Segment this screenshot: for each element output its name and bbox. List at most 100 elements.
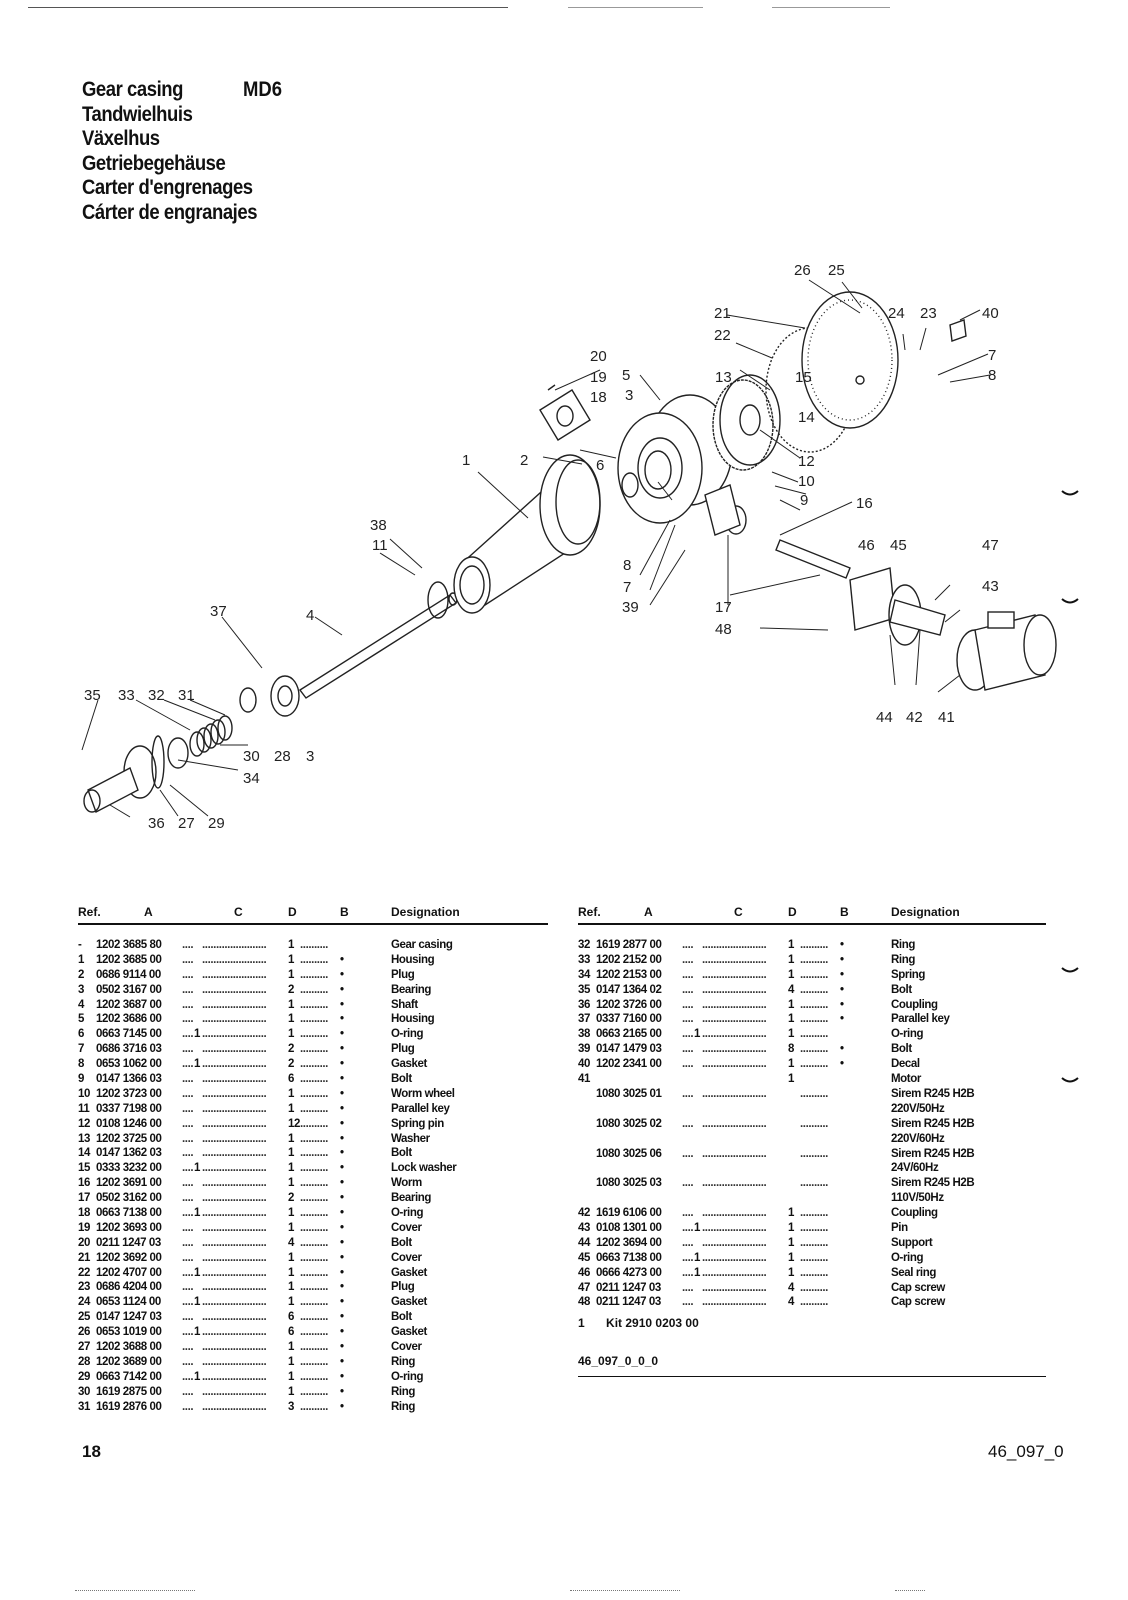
leader-dots: ....................... [702, 1296, 767, 1309]
callout-28: 28 [274, 748, 291, 765]
part-designation: Bearing [391, 983, 432, 996]
quantity-d: 1 [788, 1221, 794, 1234]
part-number: 1202 3685 00 [96, 953, 162, 966]
part-ref: 38 [578, 1028, 590, 1041]
part-number: 1202 3686 00 [96, 1013, 162, 1026]
part-number: 0108 1301 00 [596, 1221, 662, 1234]
leader-dots: .... [682, 1251, 694, 1264]
quantity-b: • [840, 1043, 844, 1056]
leader-dots: ....................... [202, 1102, 267, 1115]
leader-dots: .......... [800, 1043, 828, 1056]
leader-dots: .......... [300, 939, 328, 951]
leader-dots: .......... [300, 1266, 328, 1279]
quantity-d: 1 [288, 953, 294, 966]
part-designation: Plug [391, 968, 415, 981]
quantity-d: 1 [288, 1207, 294, 1220]
quantity-b: • [840, 953, 844, 966]
callout-19: 19 [590, 369, 607, 386]
callout-25: 25 [828, 262, 845, 279]
quantity-b: • [340, 1236, 344, 1249]
quantity-d: 1 [288, 1132, 294, 1145]
leader-dots: .... [682, 1013, 694, 1026]
part-ref: 16 [78, 1177, 90, 1190]
leader-dots: .......... [300, 1207, 328, 1220]
callout-41: 41 [938, 709, 955, 726]
callout-14: 14 [798, 409, 815, 426]
leader-dots: .... [682, 1266, 694, 1279]
leader-dots: ....................... [702, 1028, 767, 1041]
quantity-b: • [340, 1132, 344, 1145]
part-number: 0502 3167 00 [96, 983, 162, 996]
leader-dots: ....................... [202, 1370, 267, 1383]
leader-dots: ....................... [702, 1281, 767, 1294]
part-number: 1202 2153 00 [596, 968, 662, 981]
leader-dots: .......... [300, 1281, 328, 1294]
leader-dots: ....................... [702, 1087, 767, 1100]
callout-4: 4 [306, 607, 314, 624]
leader-dots: .... [182, 1058, 194, 1071]
leader-dots: ....................... [202, 1192, 267, 1205]
quantity-b: • [840, 1058, 844, 1071]
quantity-b: • [340, 1296, 344, 1309]
leader-dots: .... [682, 1087, 694, 1100]
part-ref: 45 [578, 1251, 590, 1264]
callout-2: 2 [520, 452, 528, 469]
part-designation: O-ring [391, 1028, 424, 1041]
part-number: 1080 3025 03 [596, 1177, 662, 1190]
quantity-d: 6 [288, 1311, 294, 1324]
o-ring-part [427, 581, 449, 619]
part-designation: Cover [391, 1221, 422, 1234]
part-designation: Gasket [391, 1296, 427, 1309]
part-ref: 14 [78, 1147, 90, 1160]
part-designation: Bolt [891, 1043, 912, 1056]
quantity-b: • [340, 1162, 344, 1175]
table-header: Ref. A C D B Designation [78, 903, 548, 925]
part-number: 1202 3685 80 [96, 939, 162, 951]
callout-10: 10 [798, 473, 815, 490]
part-designation: Parallel key [891, 1013, 950, 1026]
part-ref: 33 [578, 953, 590, 966]
part-number: 1202 3723 00 [96, 1087, 162, 1100]
leader-dots: ....................... [202, 939, 267, 951]
part-number: 1202 4707 00 [96, 1266, 162, 1279]
part-ref: 37 [578, 1013, 590, 1026]
quantity-d: 6 [288, 1326, 294, 1339]
part-ref: 17 [78, 1192, 90, 1205]
quantity-d: 1 [288, 1266, 294, 1279]
quantity-d: 1 [788, 968, 794, 981]
callout-38: 38 [370, 517, 387, 534]
part-ref: 7 [78, 1043, 84, 1056]
callout-48: 48 [715, 621, 732, 638]
quantity-d: 1 [288, 1147, 294, 1160]
part-ref: 6 [78, 1028, 84, 1041]
leader-dots: ....................... [702, 1177, 767, 1190]
part-number: 0663 7142 00 [96, 1370, 162, 1383]
header-a: A [144, 905, 153, 919]
part-number: 1202 3691 00 [96, 1177, 162, 1190]
quantity-b: • [340, 1028, 344, 1041]
part-designation: Housing [391, 1013, 435, 1026]
part-number: 0147 1479 03 [596, 1043, 662, 1056]
top-rule [772, 7, 890, 8]
quantity-d: 1 [288, 1296, 294, 1309]
leader-dots: ....................... [702, 1058, 767, 1071]
title-nl: Tandwielhuis [82, 102, 193, 126]
part-designation: Plug [391, 1281, 415, 1294]
leader-dots: .......... [800, 1087, 828, 1100]
leader-dots: .... [682, 1117, 694, 1130]
part-number: 1619 2875 00 [96, 1385, 162, 1398]
callout-3b: 3 [306, 748, 314, 765]
part-designation: Ring [891, 939, 915, 951]
leader-dots: ....................... [202, 1147, 267, 1160]
quantity-d: 1 [288, 968, 294, 981]
parts-table-left: Ref. A C D B Designation ...............… [78, 903, 548, 1416]
quantity-d: 1 [788, 1251, 794, 1264]
